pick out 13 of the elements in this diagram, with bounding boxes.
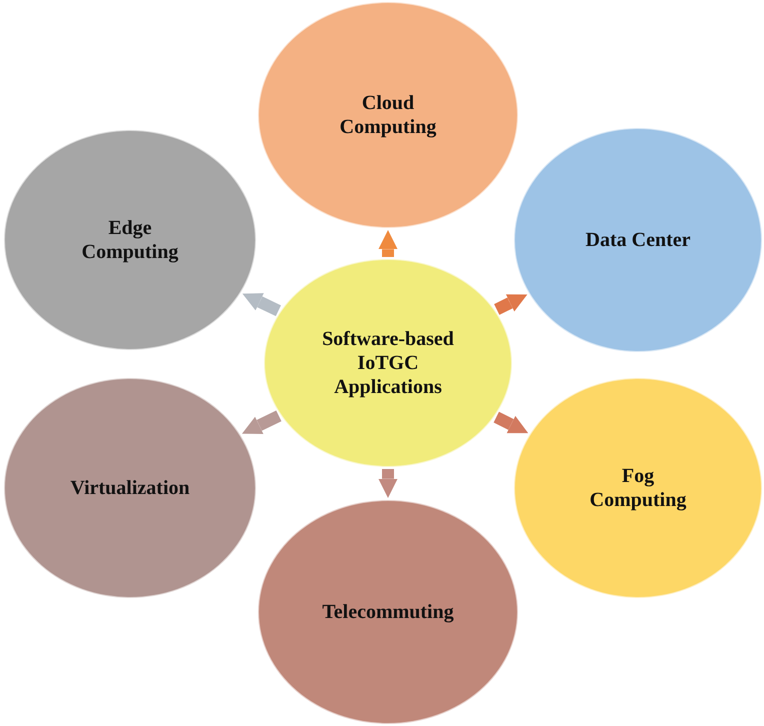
node-label: Virtualization [70, 476, 190, 500]
block-arrow [242, 293, 281, 316]
block-arrow [378, 230, 398, 257]
block-arrow [378, 469, 398, 498]
node-label: Telecommuting [322, 600, 454, 624]
node-label: Fog Computing [588, 464, 688, 512]
block-arrow [494, 412, 528, 434]
node-label: Edge Computing [80, 216, 180, 264]
block-arrow [242, 410, 282, 434]
node-label: Data Center [586, 228, 690, 252]
block-arrow [494, 294, 528, 315]
node-label: Software-based IoTGC Applications [321, 327, 455, 399]
node-label: Cloud Computing [338, 91, 438, 139]
